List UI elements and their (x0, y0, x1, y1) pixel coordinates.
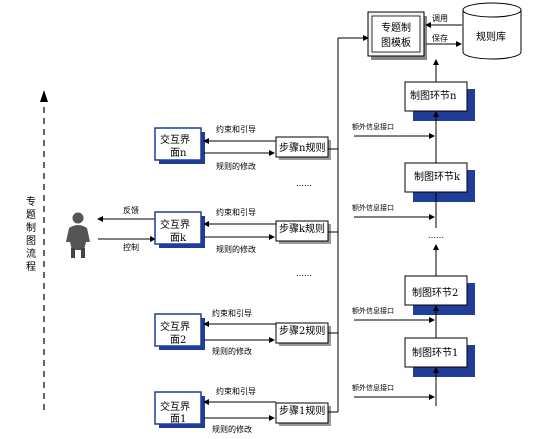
step-box-n: 步骤n规则 (275, 136, 331, 160)
svg-text:程: 程 (26, 261, 36, 273)
svg-text:规则的修改: 规则的修改 (212, 424, 252, 434)
svg-text:专题制: 专题制 (381, 21, 411, 34)
extra-interface-n: 额外信息接口 (352, 122, 435, 139)
ellipsis-upper: …… (296, 179, 312, 188)
extra-interface-1: 额外信息接口 (352, 383, 435, 400)
svg-text:图: 图 (26, 235, 36, 247)
extra-interface-2: 额外信息接口 (352, 306, 435, 323)
svg-text:交互界: 交互界 (160, 320, 190, 333)
svg-text:制图环节2: 制图环节2 (412, 286, 458, 299)
interface-box-n: 交互界 面n (154, 127, 205, 164)
svg-text:面1: 面1 (170, 414, 186, 425)
interface-box-k: 交互界 面k (154, 211, 205, 248)
save-label: 保存 (432, 33, 448, 43)
svg-text:制图环节1: 制图环节1 (412, 346, 458, 359)
link-1: 约束和引导 规则的修改 (203, 386, 276, 434)
link-n: 约束和引导 规则的修改 (203, 124, 276, 171)
svg-text:交互界: 交互界 (160, 400, 190, 413)
svg-text:约束和引导: 约束和引导 (216, 207, 256, 217)
stage-box-n: 制图环节n (404, 81, 475, 121)
link-k: 约束和引导 规则的修改 (203, 207, 276, 254)
backbone (328, 35, 369, 413)
svg-text:制: 制 (26, 221, 36, 234)
svg-text:额外信息接口: 额外信息接口 (352, 383, 394, 392)
svg-text:面2: 面2 (170, 335, 186, 346)
flow-arrow-head (40, 90, 48, 102)
step-box-1: 步骤1规则 (275, 402, 331, 426)
flow-label: 专 题 制 图 流 程 (26, 195, 36, 273)
svg-text:步骤n规则: 步骤n规则 (279, 141, 325, 154)
svg-text:额外信息接口: 额外信息接口 (352, 203, 394, 212)
svg-text:约束和引导: 约束和引导 (212, 308, 252, 318)
ellipsis-lower: …… (296, 269, 312, 278)
user-icon (66, 212, 90, 258)
svg-text:规则库: 规则库 (476, 30, 506, 43)
svg-text:图模板: 图模板 (381, 36, 411, 49)
svg-text:规则的修改: 规则的修改 (216, 244, 256, 254)
step-box-k: 步骤k规则 (275, 220, 331, 244)
link-2: 约束和引导 规则的修改 (203, 308, 276, 356)
feedback-label: 反馈 (123, 205, 139, 215)
svg-text:步骤1规则: 步骤1规则 (279, 404, 325, 417)
svg-text:规则的修改: 规则的修改 (212, 346, 252, 356)
svg-text:面n: 面n (170, 148, 187, 159)
svg-text:面k: 面k (170, 233, 187, 244)
svg-text:约束和引导: 约束和引导 (216, 386, 256, 396)
call-label: 调用 (432, 14, 448, 23)
step-box-2: 步骤2规则 (275, 322, 331, 346)
stage-box-1: 制图环节1 (404, 337, 475, 377)
rule-database-icon: 规则库 (462, 2, 522, 60)
control-label: 控制 (123, 242, 139, 252)
stage-box-2: 制图环节2 (404, 275, 475, 315)
svg-text:额外信息接口: 额外信息接口 (352, 306, 394, 315)
svg-text:规则的修改: 规则的修改 (216, 161, 256, 171)
svg-text:步骤2规则: 步骤2规则 (279, 324, 325, 337)
svg-text:制图环节n: 制图环节n (410, 89, 457, 102)
svg-text:交互界: 交互界 (160, 218, 190, 231)
svg-text:专: 专 (26, 195, 36, 208)
svg-text:制图环节k: 制图环节k (414, 170, 461, 183)
interface-box-1: 交互界 面1 (154, 391, 205, 428)
stage-box-k: 制图环节k (404, 162, 475, 202)
svg-text:额外信息接口: 额外信息接口 (352, 122, 394, 131)
svg-text:步骤k规则: 步骤k规则 (279, 222, 325, 235)
svg-text:流: 流 (26, 247, 36, 260)
ellipsis-right: …… (428, 231, 444, 240)
svg-text:题: 题 (26, 209, 36, 221)
template-box: 专题制 图模板 (367, 11, 427, 60)
svg-text:交互界: 交互界 (160, 133, 190, 146)
svg-text:约束和引导: 约束和引导 (216, 124, 256, 134)
extra-interface-k: 额外信息接口 (352, 203, 435, 220)
interface-box-2: 交互界 面2 (154, 313, 205, 350)
